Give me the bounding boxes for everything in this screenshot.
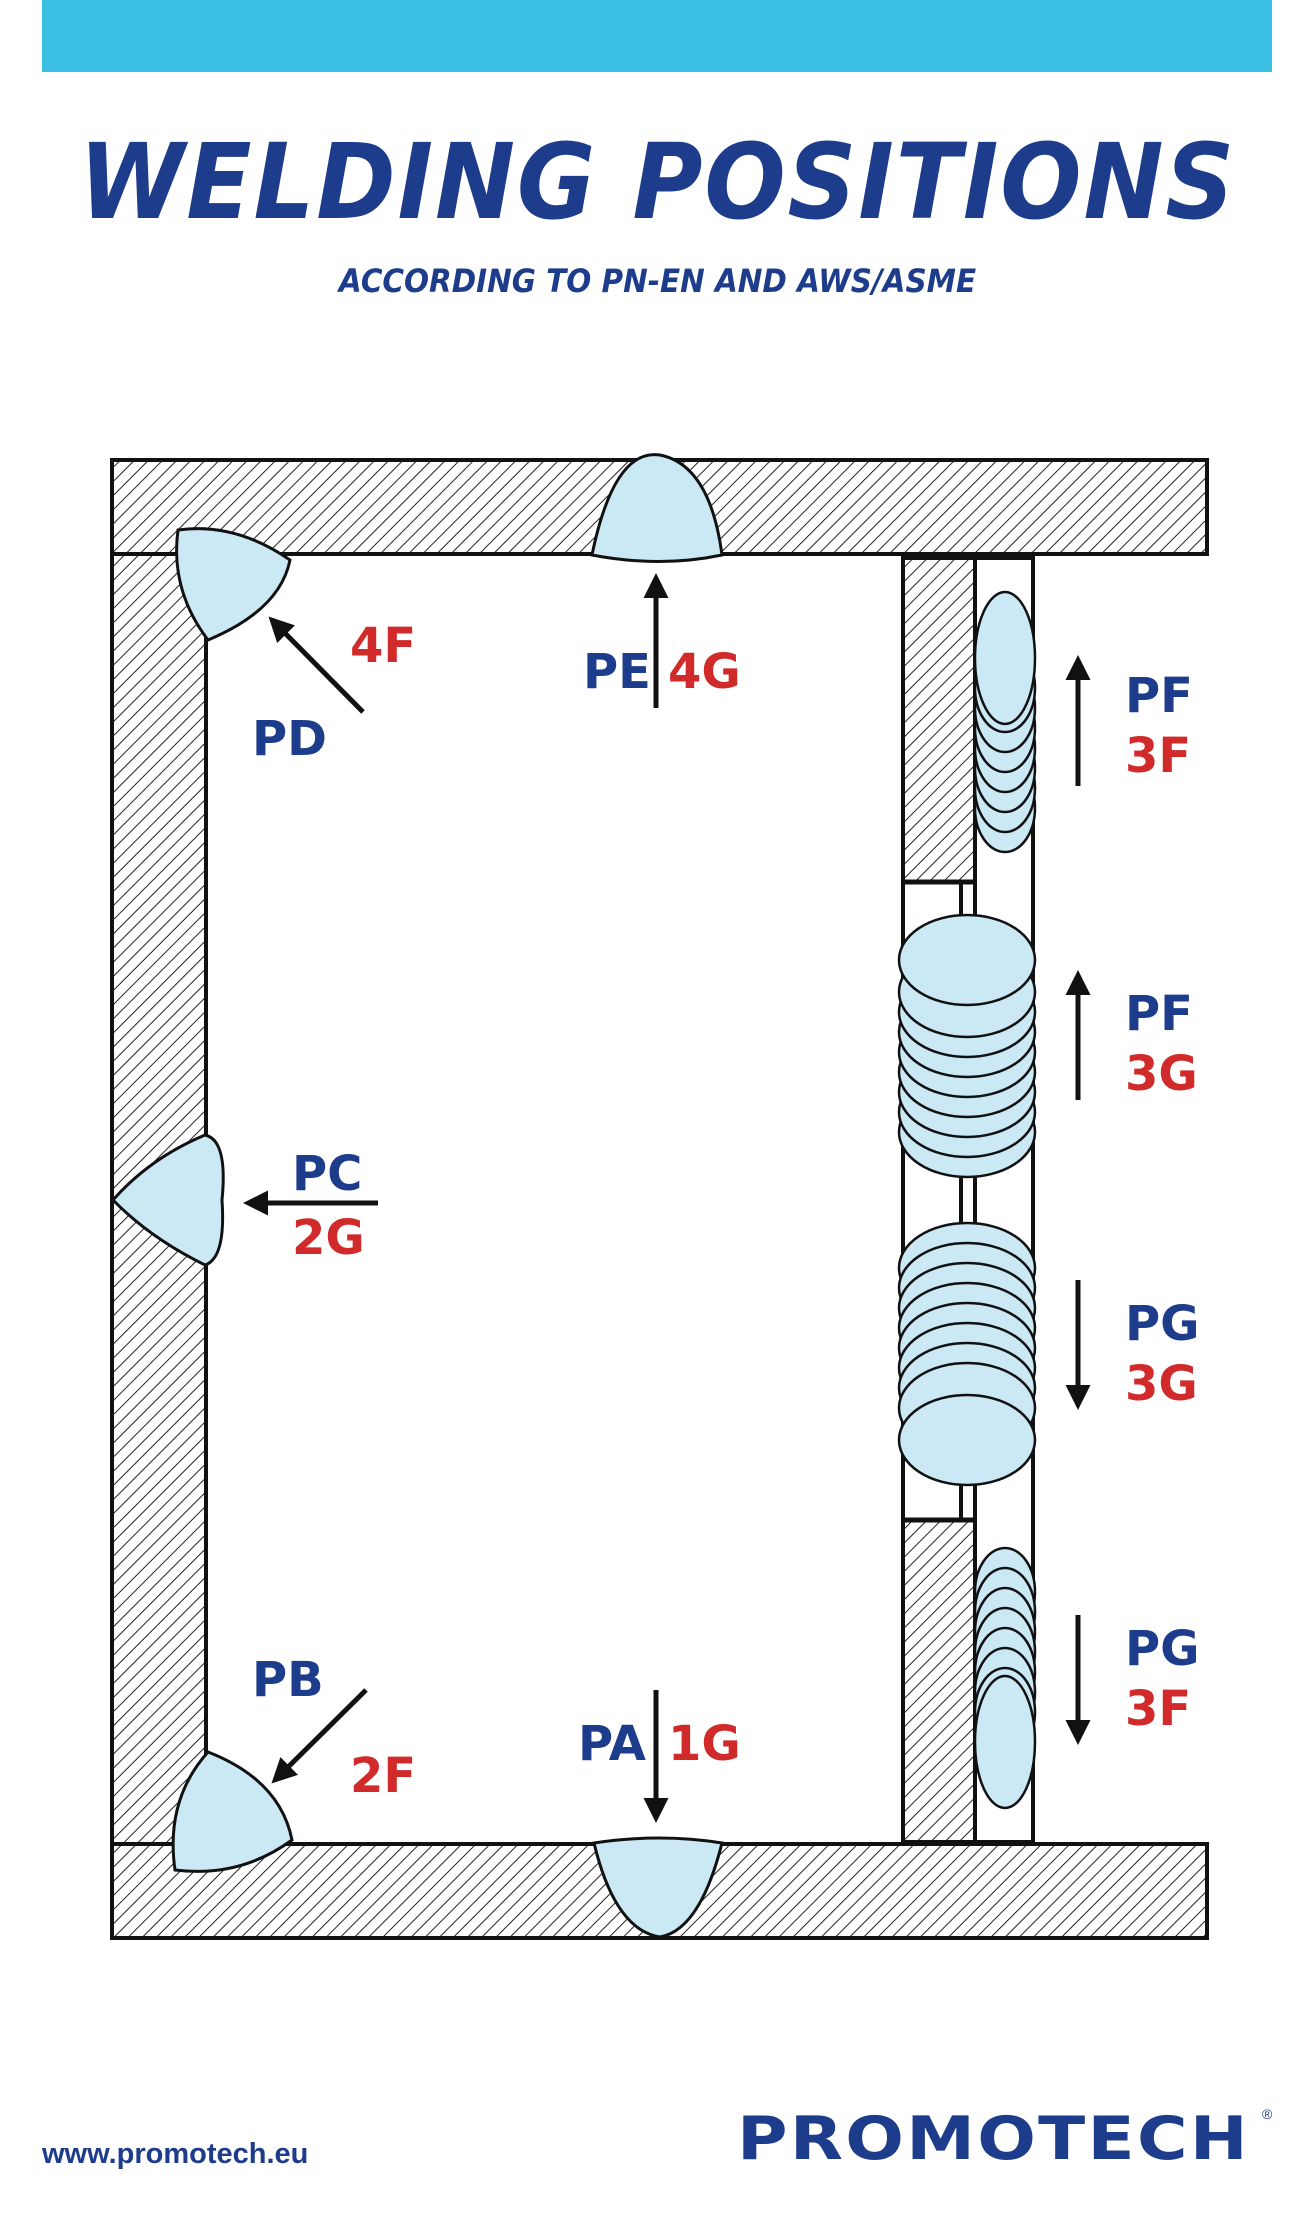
weld-pf-groove-beads <box>897 913 1037 1179</box>
label-pg-groove: PG <box>1125 1296 1200 1352</box>
registered-mark: ® <box>1262 2106 1273 2122</box>
weld-pg-groove-beads <box>897 1221 1037 1487</box>
weld-pe <box>590 453 724 563</box>
label-pd: PD <box>252 711 327 767</box>
label-pc-2g: 2G <box>292 1210 365 1266</box>
label-pf-groove: PF <box>1125 986 1193 1042</box>
weld-pb <box>171 1750 294 1873</box>
page-title: WELDING POSITIONS <box>78 121 1237 243</box>
page-subtitle: ACCORDING TO PN-EN AND AWS/ASME <box>338 262 977 300</box>
promotech-logo: PROMOTECH <box>737 2104 1250 2174</box>
label-pd-4f: 4F <box>350 618 416 674</box>
weld-pc <box>110 1133 225 1267</box>
label-pa: PA <box>578 1716 646 1772</box>
arrow-pd <box>268 616 365 714</box>
label-pe: PE <box>583 644 651 700</box>
weld-pd <box>175 527 292 642</box>
label-pa-1g: 1G <box>668 1716 741 1772</box>
right-plate-lower <box>901 1518 977 1844</box>
label-pb-2f: 2F <box>350 1748 416 1804</box>
label-pc: PC <box>292 1146 362 1202</box>
website-link[interactable]: www.promotech.eu <box>42 2138 309 2170</box>
label-pf-3f: 3F <box>1125 728 1191 784</box>
right-plate-upper <box>901 556 977 884</box>
label-pf-3g: 3G <box>1125 1046 1198 1102</box>
label-pg-3f: 3F <box>1125 1681 1191 1737</box>
top-accent-bar <box>42 0 1272 72</box>
arrow-pb <box>271 1688 368 1784</box>
weld-pg-fillet-beads <box>973 1546 1037 1810</box>
label-pf-fillet: PF <box>1125 668 1193 724</box>
label-pb: PB <box>252 1652 324 1708</box>
label-pe-4g: 4G <box>668 644 741 700</box>
weld-pa <box>592 1836 724 1939</box>
label-pg-3g: 3G <box>1125 1356 1198 1412</box>
label-pg-fillet: PG <box>1125 1621 1200 1677</box>
weld-pf-fillet-beads <box>973 590 1037 854</box>
